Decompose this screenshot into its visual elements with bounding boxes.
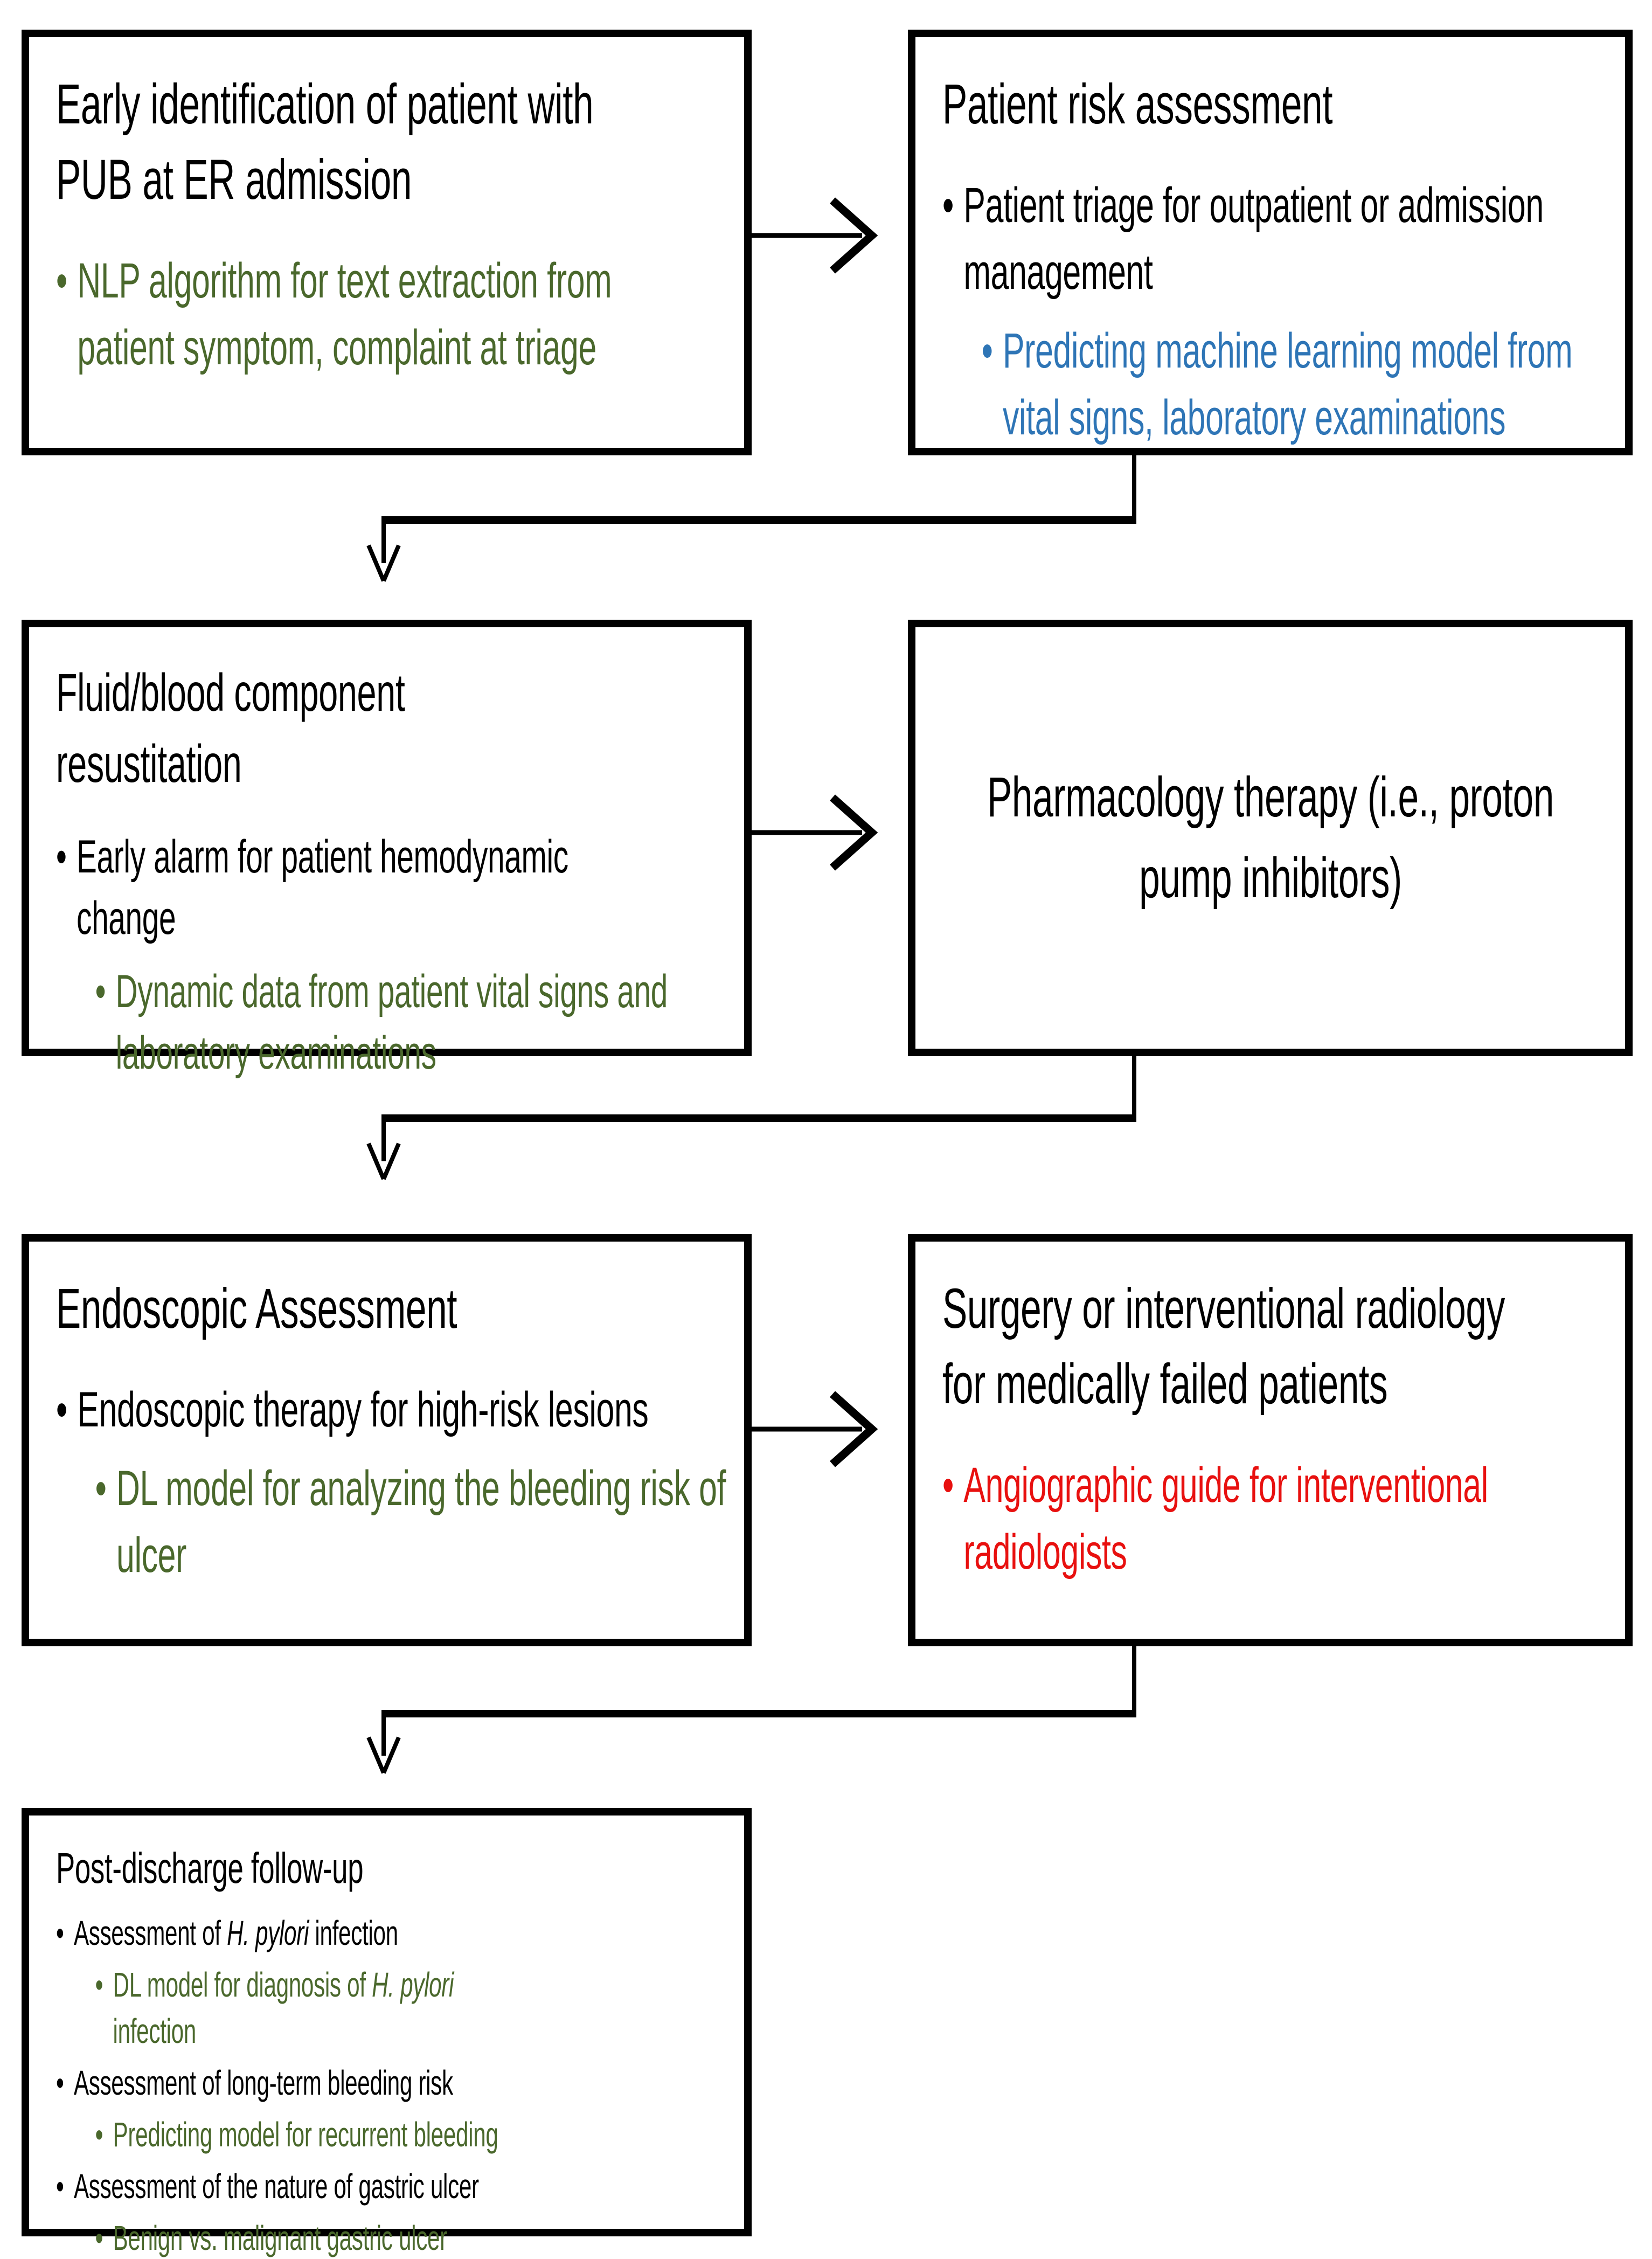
box-title-risk-assessment: Patient risk assessment	[942, 73, 1333, 136]
bullet-dot-icon: •	[56, 1914, 64, 1952]
box-surgery-ir-content: Surgery or interventional radiology for …	[942, 1271, 1629, 1585]
box-risk-assessment: Patient risk assessment • Patient triage…	[908, 30, 1633, 455]
bullet-dynamic-data: • Dynamic data from patient vital signs …	[95, 961, 742, 1084]
arrow-right-icon	[752, 1391, 878, 1467]
bullet-dot-icon: •	[942, 178, 954, 233]
bullet-text: Assessment of the nature of gastric ulce…	[73, 2167, 479, 2206]
box-title-fluid-resuscitation: Fluid/blood component resustitation	[56, 663, 405, 793]
bullet-dl-bleeding-risk: • DL model for analyzing the bleeding ri…	[95, 1455, 742, 1589]
bullet-predicting-ml-model: • Predicting machine learning model from…	[982, 317, 1629, 451]
bullet-text: Early alarm for patient hemodynamic chan…	[77, 831, 568, 944]
bullet-angiographic-guide: • Angiographic guide for interventional …	[942, 1452, 1629, 1585]
bullet-early-alarm: • Early alarm for patient hemodynamic ch…	[56, 826, 742, 949]
bullet-text: Dynamic data from patient vital signs an…	[115, 966, 668, 1079]
bullet-dot-icon: •	[95, 966, 106, 1017]
bullet-dl-hpylori-diagnosis: • DL model for diagnosis of H. pylori in…	[95, 1962, 742, 2054]
bullet-dot-icon: •	[56, 831, 67, 883]
box-surgery-ir: Surgery or interventional radiology for …	[908, 1234, 1633, 1646]
bullet-assessment-bleeding-risk: • Assessment of long-term bleeding risk	[56, 2060, 742, 2106]
box-title-pharmacology: Pharmacology therapy (i.e., proton pump …	[987, 766, 1554, 910]
box-early-identification-content: Early identification of patient with PUB…	[56, 67, 742, 381]
bullet-nlp-algorithm: • NLP algorithm for text extraction from…	[56, 247, 742, 381]
bullet-dot-icon: •	[95, 1965, 103, 2004]
bullet-assessment-hpylori: • Assessment of H. pylori infection	[56, 1910, 742, 1956]
arrow-down-icon	[366, 455, 1136, 582]
box-endoscopic-assessment-content: Endoscopic Assessment • Endoscopic thera…	[56, 1271, 742, 1589]
arrow-right-icon	[752, 197, 878, 274]
bullet-text: Assessment of H. pylori infection	[73, 1914, 398, 1952]
bullet-dot-icon: •	[56, 253, 67, 308]
box-pharmacology: Pharmacology therapy (i.e., proton pump …	[908, 620, 1633, 1056]
bullet-dot-icon: •	[95, 2115, 103, 2154]
bullet-text: Benign vs. malignant gastric ulcer	[113, 2219, 448, 2257]
bullet-predicting-recurrent-bleeding: • Predicting model for recurrent bleedin…	[95, 2111, 742, 2158]
bullet-text: DL model for analyzing the bleeding risk…	[116, 1461, 726, 1583]
box-title-endoscopic-assessment: Endoscopic Assessment	[56, 1277, 457, 1340]
box-title-post-discharge: Post-discharge follow-up	[56, 1844, 364, 1892]
bullet-endoscopic-therapy: • Endoscopic therapy for high-risk lesio…	[56, 1376, 742, 1443]
bullet-dot-icon: •	[56, 1382, 67, 1437]
bullet-text: Angiographic guide for interventional ra…	[963, 1458, 1488, 1579]
arrow-down-icon	[366, 1646, 1136, 1774]
bullet-text: Predicting machine learning model from v…	[1003, 323, 1573, 445]
box-risk-assessment-content: Patient risk assessment • Patient triage…	[942, 67, 1629, 451]
box-title-surgery-ir: Surgery or interventional radiology for …	[942, 1277, 1505, 1416]
box-fluid-resuscitation-content: Fluid/blood component resustitation • Ea…	[56, 657, 742, 1084]
bullet-dot-icon: •	[56, 2063, 64, 2102]
bullet-text: Endoscopic therapy for high-risk lesions	[77, 1382, 649, 1437]
box-post-discharge: Post-discharge follow-up • Assessment of…	[22, 1808, 752, 2257]
bullet-text: Predicting model for recurrent bleeding	[113, 2115, 498, 2154]
arrow-right-icon	[752, 794, 878, 871]
bullet-dot-icon: •	[95, 2219, 103, 2257]
bullet-text: Assessment of long-term bleeding risk	[73, 2063, 453, 2102]
bullet-dot-icon: •	[981, 323, 993, 378]
box-fluid-resuscitation: Fluid/blood component resustitation • Ea…	[22, 620, 752, 1079]
bullet-text: DL model for diagnosis of H. pylori infe…	[113, 1965, 454, 2050]
bullet-benign-vs-malignant: • Benign vs. malignant gastric ulcer	[95, 2215, 742, 2259]
bullet-dot-icon: •	[56, 2167, 64, 2206]
box-title-early-identification: Early identification of patient with PUB…	[56, 73, 594, 211]
bullet-text: NLP algorithm for text extraction from p…	[77, 253, 612, 375]
bullet-patient-triage: • Patient triage for outpatient or admis…	[942, 172, 1629, 306]
bullet-assessment-gastric-ulcer: • Assessment of the nature of gastric ul…	[56, 2163, 742, 2209]
bullet-dot-icon: •	[95, 1461, 107, 1516]
box-post-discharge-content: Post-discharge follow-up • Assessment of…	[56, 1840, 742, 2259]
bullet-text: Patient triage for outpatient or admissi…	[963, 178, 1544, 300]
bullet-dot-icon: •	[942, 1458, 954, 1513]
box-endoscopic-assessment: Endoscopic Assessment • Endoscopic thera…	[22, 1234, 752, 1646]
box-early-identification: Early identification of patient with PUB…	[22, 30, 752, 455]
box-pharmacology-content: Pharmacology therapy (i.e., proton pump …	[927, 627, 1614, 1049]
